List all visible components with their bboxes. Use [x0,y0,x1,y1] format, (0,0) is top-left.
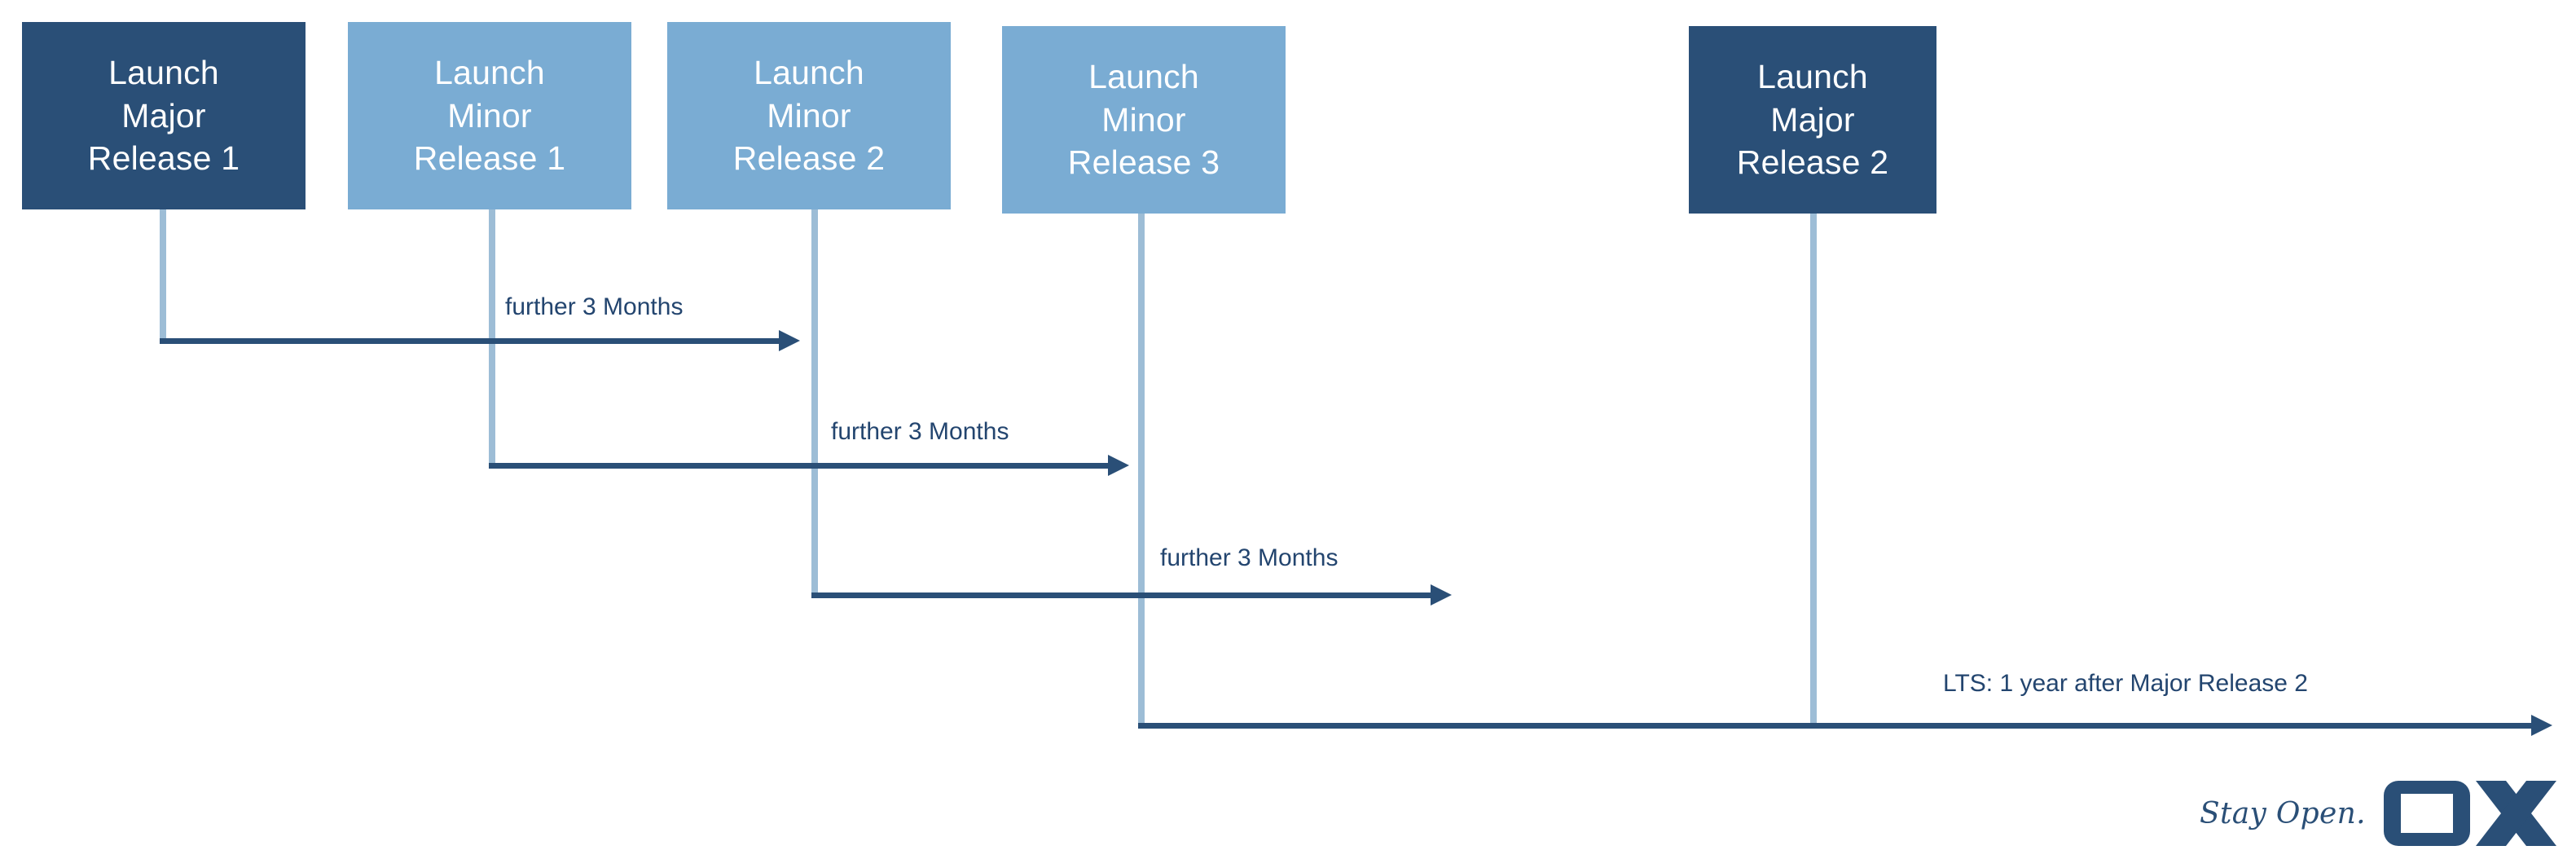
arrow-line-interval-3 [811,592,1431,598]
arrow-label-interval-3: further 3 Months [1160,544,1339,571]
ox-logo [2383,781,2556,846]
release-box-label: Launch Minor Release 3 [1067,58,1220,182]
arrow-label-interval-2: further 3 Months [831,418,1009,445]
release-box-minor-release-3[interactable]: Launch Minor Release 3 [1002,26,1286,214]
release-box-label: Launch Major Release 2 [1736,58,1889,182]
connector-minor-release-3 [1138,214,1145,729]
brand-lockup: Stay Open. [2200,781,2556,846]
connector-major-release-1 [160,209,166,344]
release-box-label: Launch Major Release 1 [87,54,240,178]
arrow-head-interval-2 [1108,455,1129,476]
release-box-major-release-2[interactable]: Launch Major Release 2 [1689,26,1936,214]
release-box-minor-release-1[interactable]: Launch Minor Release 1 [348,22,631,209]
connector-major-release-2 [1810,214,1817,729]
release-box-label: Launch Minor Release 2 [732,54,886,178]
release-box-major-release-1[interactable]: Launch Major Release 1 [22,22,306,209]
arrow-line-interval-1 [160,338,779,344]
arrow-head-interval-1 [779,330,800,351]
release-box-minor-release-2[interactable]: Launch Minor Release 2 [667,22,951,209]
arrow-head-interval-3 [1431,584,1452,606]
arrow-head-lts-period [2531,715,2552,736]
brand-tagline: Stay Open. [2200,796,2366,830]
arrow-label-lts-period: LTS: 1 year after Major Release 2 [1943,670,2308,697]
connector-minor-release-2 [811,209,818,598]
release-box-label: Launch Minor Release 1 [413,54,566,178]
arrow-line-interval-2 [489,463,1108,469]
arrow-line-lts-period [1138,723,2531,729]
arrow-label-interval-1: further 3 Months [505,293,684,320]
